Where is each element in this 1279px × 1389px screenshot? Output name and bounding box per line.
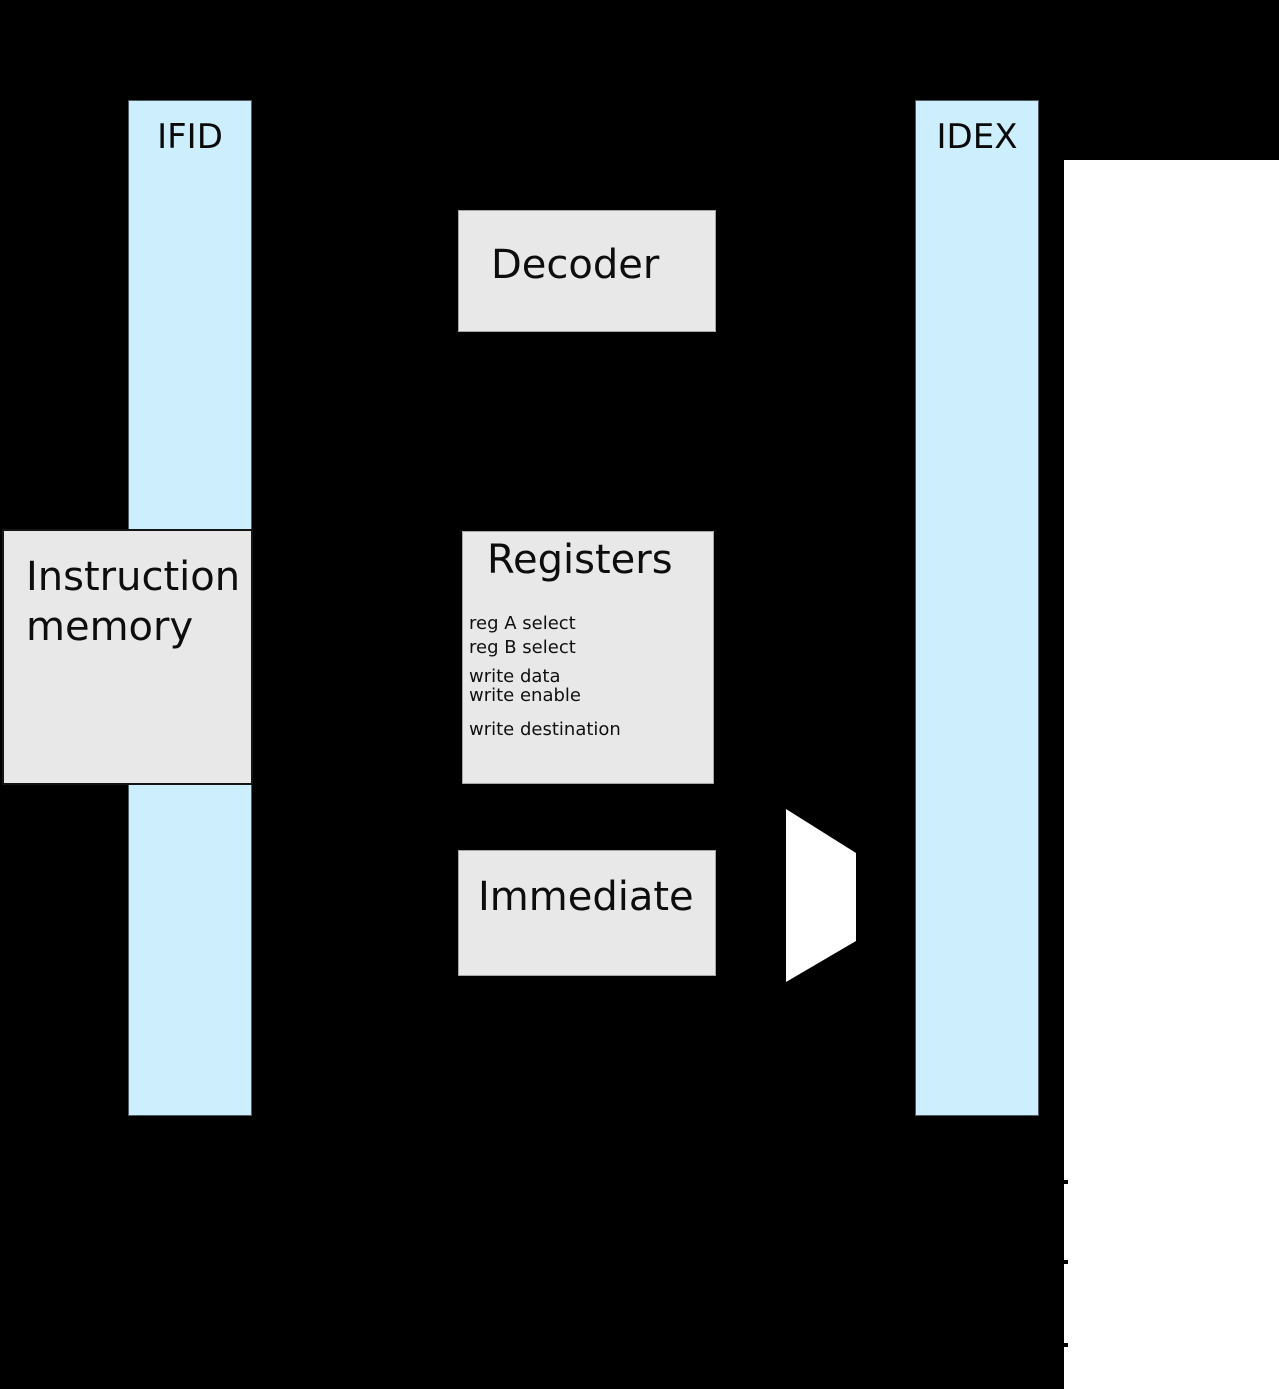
idex-label: IDEX (936, 117, 1018, 157)
mux-shape (786, 809, 856, 982)
immediate-block: Immediate (458, 850, 716, 976)
registers-port-write-enable: write enable (469, 685, 581, 706)
wire-stub (1056, 1180, 1068, 1184)
decoder-label: Decoder (491, 242, 660, 288)
registers-port-reg-a-select: reg A select (469, 613, 576, 634)
wire-stub (1056, 1343, 1068, 1347)
registers-port-write-destination: write destination (469, 719, 621, 740)
instruction-memory-block: Instruction memory (2, 529, 253, 785)
registers-block: Registers reg A select reg B select writ… (462, 531, 714, 784)
ex-stage-background (1064, 160, 1279, 1389)
registers-label: Registers (487, 537, 673, 583)
registers-port-write-data: write data (469, 666, 561, 687)
ifid-label: IFID (157, 117, 223, 157)
wire-stub (1056, 1260, 1068, 1264)
registers-port-reg-b-select: reg B select (469, 637, 576, 658)
pipeline-register-idex: IDEX (915, 100, 1039, 1116)
immediate-label: Immediate (478, 874, 694, 920)
instruction-memory-label: Instruction memory (26, 554, 241, 650)
decoder-block: Decoder (458, 210, 716, 332)
